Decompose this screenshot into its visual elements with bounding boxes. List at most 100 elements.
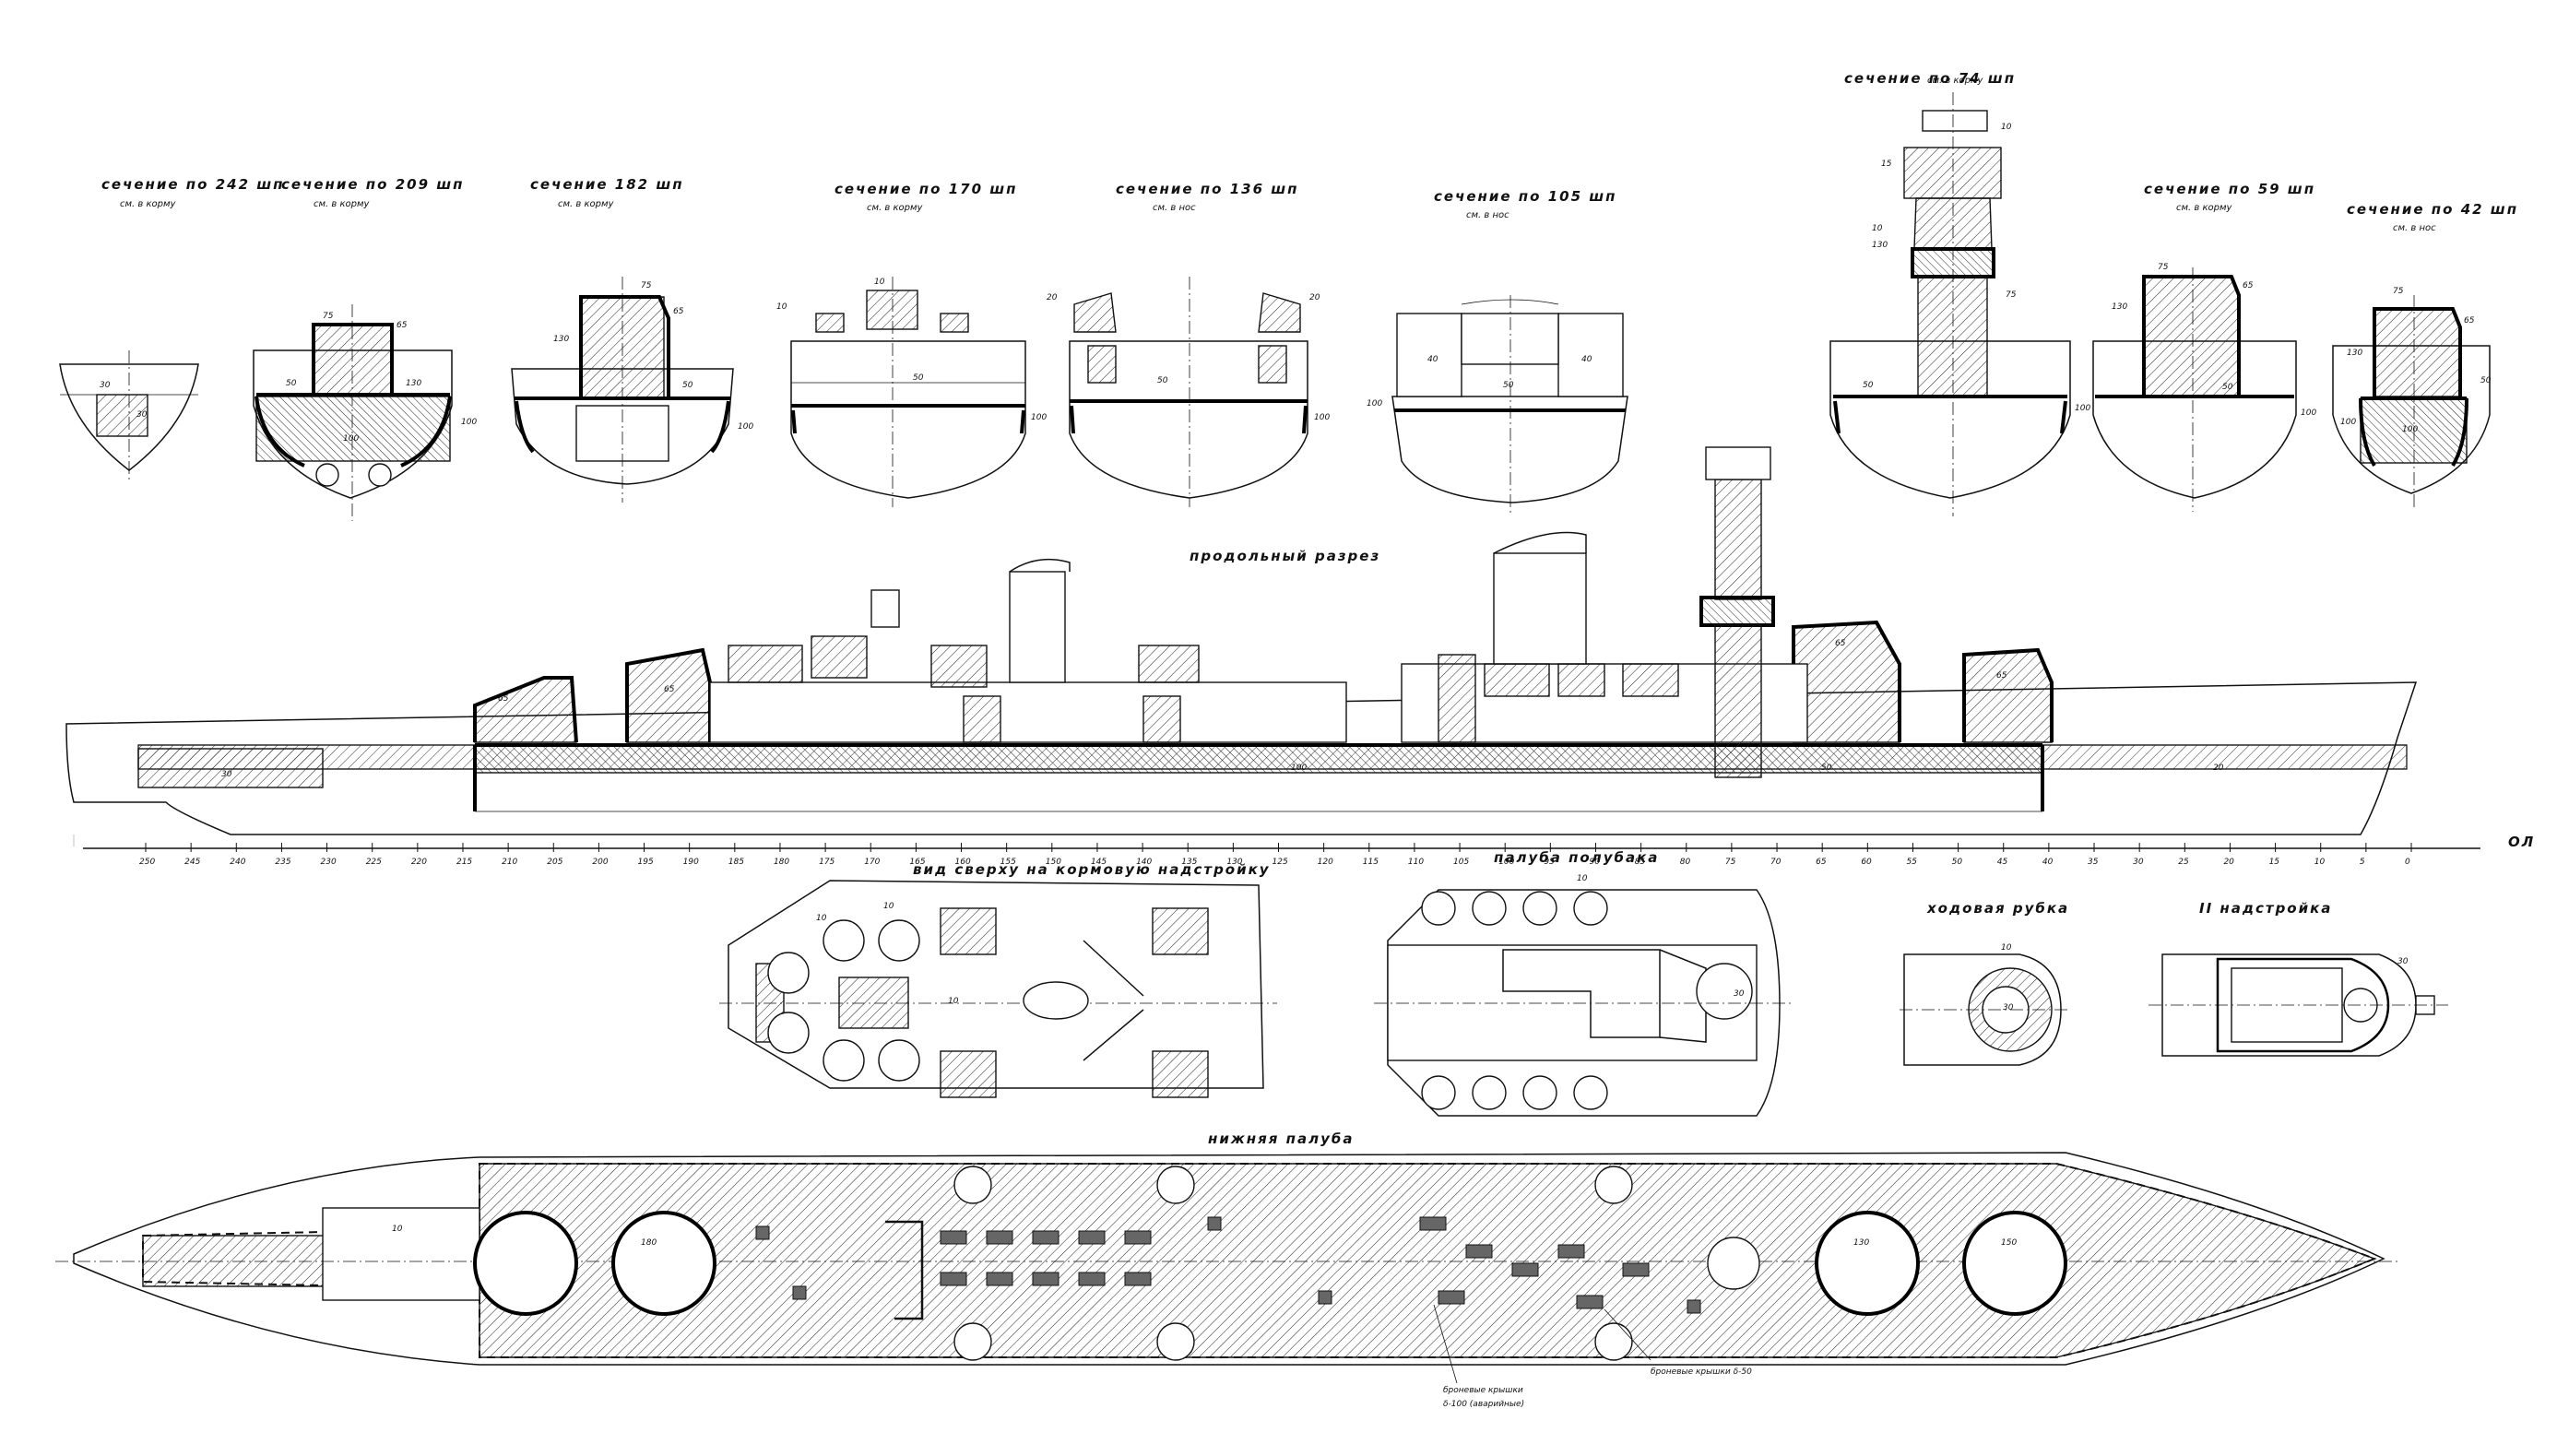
frame-number-label: 190 bbox=[683, 858, 699, 867]
dim-label: 130 bbox=[553, 335, 569, 344]
section-subtitle: см. в нос bbox=[2393, 223, 2436, 233]
frame-number-label: 20 bbox=[2223, 858, 2234, 867]
dim-label: 75 bbox=[2006, 290, 2017, 300]
frame-number-label: 185 bbox=[728, 858, 744, 867]
frame-number-label: 175 bbox=[819, 858, 835, 867]
dim-label: 10 bbox=[816, 914, 827, 923]
frame-number-label: 245 bbox=[184, 858, 200, 867]
dim-label: 65 bbox=[664, 685, 675, 694]
frame-number-label: 75 bbox=[1725, 858, 1736, 867]
callout-armored-hatches-sub: δ-100 (аварийные) bbox=[1443, 1400, 1524, 1409]
dim-label: 50 bbox=[2480, 376, 2492, 385]
frame-number-label: 240 bbox=[230, 858, 245, 867]
frame-number-label: 60 bbox=[1861, 858, 1872, 867]
dim-label: 10 bbox=[2001, 123, 2012, 132]
dim-label: 10 bbox=[948, 997, 959, 1006]
frame-number-label: 225 bbox=[366, 858, 382, 867]
dim-label: 100 bbox=[461, 418, 477, 427]
view-title: ходовая рубка bbox=[1926, 900, 2069, 917]
dim-label: 130 bbox=[2347, 349, 2362, 358]
dim-label: 50 bbox=[1157, 376, 1168, 385]
section-subtitle: см. в корму bbox=[120, 199, 177, 209]
frame-number-label: 40 bbox=[2042, 858, 2054, 867]
longitudinal-section: продольный разрез bbox=[65, 446, 2533, 850]
frame-number-label: 95 bbox=[1544, 858, 1555, 867]
frame-number-label: 140 bbox=[1136, 858, 1152, 867]
aft-superstructure-view: вид сверху на кормовую надстройку 10 10 … bbox=[719, 861, 1277, 1098]
dim-label: 65 bbox=[2243, 281, 2254, 290]
frame-number-label: 80 bbox=[1680, 858, 1691, 867]
superstructure-2-view: II надстройка 30 bbox=[2149, 900, 2448, 1057]
section-242: сечение по 242 шп см. в корму 30 30 bbox=[59, 176, 285, 479]
lower-deck-view: нижняя палуба bbox=[55, 1130, 2397, 1409]
callout-armored-hatches: броневые крышки bbox=[1443, 1386, 1523, 1395]
section-170: сечение по 170 шп см. в корму 10 10 50 1… bbox=[776, 181, 1047, 507]
section-subtitle: см. в корму bbox=[867, 203, 924, 213]
frame-number-label: 150 bbox=[1046, 858, 1061, 867]
dim-label: 75 bbox=[323, 312, 334, 321]
dim-label: 10 bbox=[776, 302, 787, 312]
dim-label: 130 bbox=[1853, 1238, 1869, 1248]
frame-number-label: 55 bbox=[1906, 858, 1917, 867]
dim-label: 20 bbox=[1047, 293, 1058, 302]
wheelhouse-view: ходовая рубка 10 30 bbox=[1900, 900, 2070, 1066]
dim-label: 10 bbox=[1577, 874, 1588, 883]
section-subtitle: см. в нос bbox=[1466, 210, 1509, 220]
dim-label: 130 bbox=[406, 379, 421, 388]
frame-number-label: 105 bbox=[1453, 858, 1469, 867]
dim-label: 75 bbox=[2393, 287, 2404, 296]
frame-number-label: 135 bbox=[1181, 858, 1197, 867]
frame-number-label: 50 bbox=[1952, 858, 1963, 867]
dim-label: 100 bbox=[2340, 418, 2356, 427]
dim-label: 100 bbox=[738, 422, 753, 432]
frame-number-label: 115 bbox=[1363, 858, 1379, 867]
frame-number-label: 205 bbox=[547, 858, 562, 867]
view-title: продольный разрез bbox=[1190, 548, 1380, 564]
frame-number-label: 5 bbox=[2360, 858, 2365, 867]
section-title: сечение 182 шп bbox=[530, 176, 684, 193]
dim-label: 40 bbox=[1427, 355, 1438, 364]
section-title: сечение по 74 шп bbox=[1844, 70, 2016, 87]
section-subtitle: см. в корму bbox=[314, 199, 371, 209]
dim-label: 10 bbox=[874, 278, 885, 287]
dim-label: 180 bbox=[641, 1238, 657, 1248]
dim-label: 10 bbox=[883, 902, 894, 911]
section-136: сечение по 136 шп см. в нос 20 20 50 100 bbox=[1047, 181, 1330, 507]
dim-label: 65 bbox=[397, 321, 408, 330]
dim-label: 65 bbox=[2464, 316, 2475, 326]
dim-label: 15 bbox=[1881, 160, 1892, 169]
dim-label: 30 bbox=[100, 381, 111, 390]
dim-label: 50 bbox=[682, 381, 693, 390]
section-title: сечение по 242 шп bbox=[101, 176, 285, 193]
dim-label: 30 bbox=[1734, 989, 1745, 999]
dim-label: 30 bbox=[2397, 957, 2409, 966]
dim-label: 50 bbox=[286, 379, 297, 388]
dim-label: 65 bbox=[1835, 639, 1846, 648]
dim-label: 65 bbox=[498, 694, 509, 704]
frame-number-label: 145 bbox=[1091, 858, 1107, 867]
frame-number-label: 100 bbox=[1498, 858, 1514, 867]
frame-number-label: 125 bbox=[1273, 858, 1288, 867]
section-182: сечение 182 шп см. в корму 75 65 130 50 … bbox=[511, 176, 753, 503]
dim-label: 10 bbox=[2001, 943, 2012, 953]
dim-label: 50 bbox=[1503, 381, 1514, 390]
dim-label: 130 bbox=[1872, 241, 1888, 250]
section-subtitle: см. в корму bbox=[2176, 203, 2233, 213]
section-title: сечение по 136 шп bbox=[1116, 181, 1299, 197]
section-subtitle: см. в нос bbox=[1153, 203, 1196, 213]
dim-label: 30 bbox=[221, 770, 232, 779]
view-title: II надстройка bbox=[2199, 900, 2332, 917]
section-title: сечение по 59 шп bbox=[2144, 181, 2315, 197]
frame-number-label: 180 bbox=[774, 858, 789, 867]
dim-label: 100 bbox=[2075, 404, 2090, 413]
section-105: сечение по 105 шп см. в нос 50 100 40 40 bbox=[1367, 188, 1628, 516]
dim-label: 100 bbox=[1031, 413, 1047, 422]
dim-label: 50 bbox=[2222, 383, 2233, 392]
frame-number-label: 210 bbox=[502, 858, 517, 867]
dim-label: 10 bbox=[1872, 224, 1883, 233]
dim-label: 40 bbox=[1581, 355, 1592, 364]
dim-label: 100 bbox=[1367, 399, 1382, 408]
frame-number-label: 15 bbox=[2269, 858, 2280, 867]
